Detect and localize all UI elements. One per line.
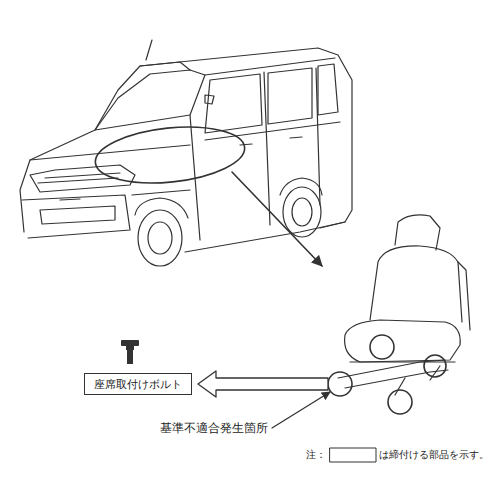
seat-drawing [328,215,470,414]
note-text: は締付ける部品を示す。 [379,448,489,462]
part-name: 座席取付けボルト [94,377,182,392]
bolt-circle [424,355,446,377]
seat-cushion [345,320,461,362]
headlight-grille [30,165,135,192]
location-label: 基準不適合発生箇所 [160,420,268,437]
rear-window [268,68,312,124]
hollow-arrow [198,371,328,397]
backrest [370,246,462,322]
front-window [205,74,262,133]
part-box: 座席取付けボルト [84,373,192,395]
headrest [395,215,440,250]
car-body [20,48,352,232]
bolt-circle [370,335,394,359]
car-drawing [20,40,352,266]
bolt-icon [121,340,139,364]
note-text: 注： [306,448,326,462]
leader-arrow [232,172,322,266]
rear-wheel [283,187,321,237]
antenna [146,40,152,60]
leader-line [272,392,330,428]
callout-ellipse [93,120,248,189]
front-bumper [22,195,130,238]
bolt-circle [328,372,352,396]
windshield [95,70,205,130]
note-box [330,448,376,462]
bolt-circle [388,390,412,414]
front-wheel [138,210,182,266]
